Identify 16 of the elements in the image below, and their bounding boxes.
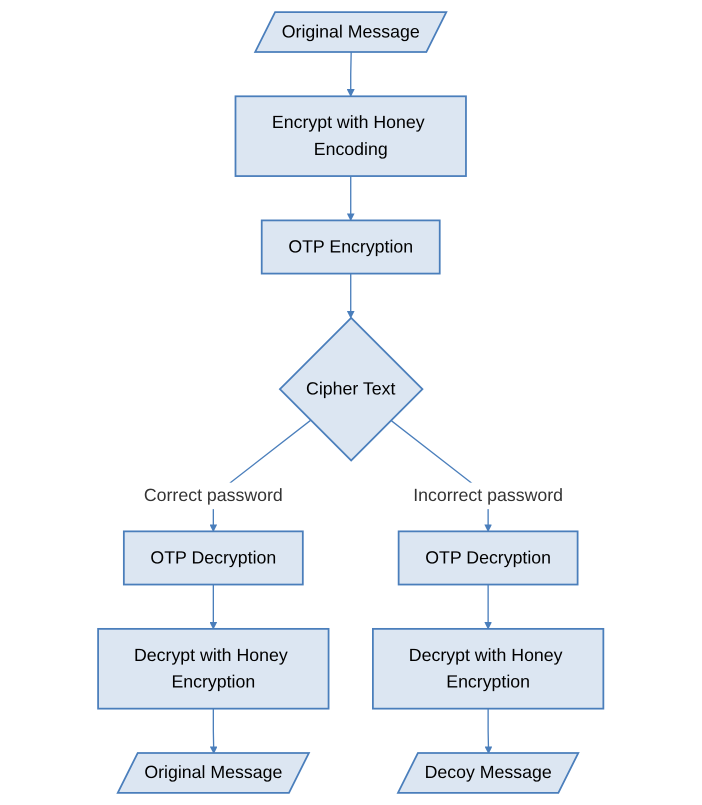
node-box: OTP Decryption — [398, 530, 579, 586]
arrow — [484, 584, 492, 630]
arrow — [347, 176, 355, 221]
node-diamond: Cipher Text — [278, 316, 424, 462]
arrow — [210, 584, 218, 630]
edge-label: Correct password — [144, 486, 284, 506]
edge-label: Incorrect password — [414, 486, 564, 506]
arrow — [484, 708, 493, 754]
arrow — [210, 708, 218, 754]
node-box: Decrypt with Honey Encryption — [97, 628, 330, 710]
node-box: Decrypt with Honey Encryption — [372, 628, 605, 710]
node-box: Encrypt with Honey Encoding — [234, 95, 468, 177]
arrow — [347, 52, 355, 97]
node-box: OTP Encryption — [261, 220, 441, 274]
node-box: OTP Decryption — [123, 530, 304, 586]
arrow — [347, 274, 355, 318]
